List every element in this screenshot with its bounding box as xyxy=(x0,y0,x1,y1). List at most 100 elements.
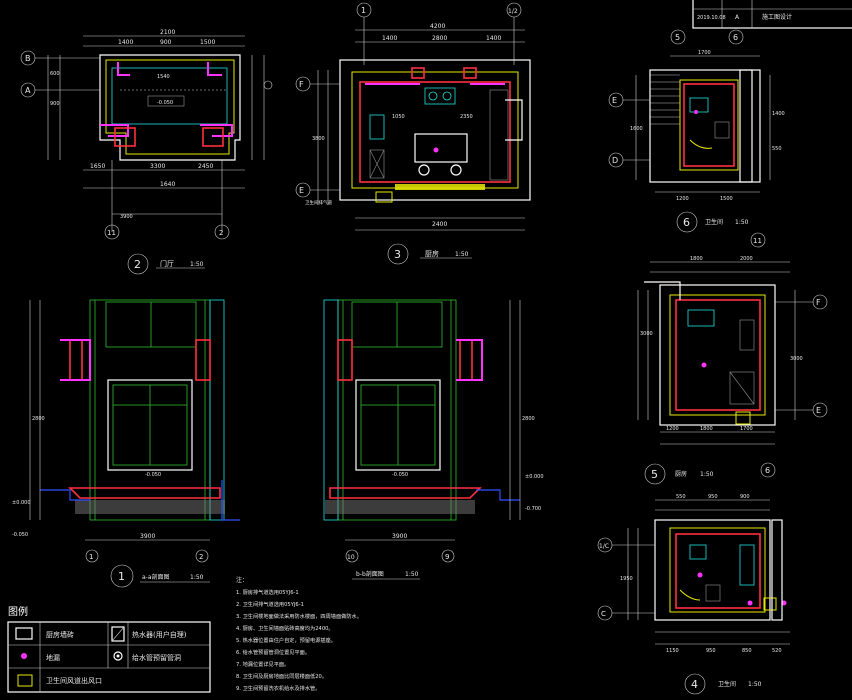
v3-dim-top-b: 2800 xyxy=(432,35,447,42)
title-block-rev: A xyxy=(735,14,740,21)
note-4: 4. 厨房、卫生间墙面贴砖高度均为2400。 xyxy=(236,624,334,632)
v3-scale: 1:50 xyxy=(455,251,469,258)
v4-axis-1c: 1/C xyxy=(599,543,609,550)
v5-dim-right: 3000 xyxy=(790,356,803,362)
note-9: 9. 卫生间预留洗衣机给水及排水管。 xyxy=(236,684,320,692)
v1-elev-b: -0.050 xyxy=(12,532,28,538)
v4-dim-bottom-c: 850 xyxy=(742,648,752,654)
v5-dim-bottom-b: 1800 xyxy=(700,426,713,432)
v4-dim-bottom-a: 1150 xyxy=(666,648,679,654)
legend-vent-icon xyxy=(17,674,33,687)
v5-dim-top-a: 1800 xyxy=(690,256,703,262)
v6-axis-5: 5 xyxy=(675,33,680,42)
v4-dim-bottom-d: 520 xyxy=(772,648,782,654)
v6-title: 卫生间 xyxy=(705,218,723,226)
v1-dim-bottom: 3900 xyxy=(140,533,155,540)
v3-axis-e: E xyxy=(299,186,304,195)
svg-text:-0.050: -0.050 xyxy=(157,100,173,106)
svg-text:1640: 1640 xyxy=(160,181,175,188)
note-6: 6. 给水管预留管洞位置见平面。 xyxy=(236,648,310,656)
vb-dim-bottom: 3900 xyxy=(392,533,407,540)
legend-item-0: 厨房墙砖 xyxy=(46,630,74,639)
vb-axis-9: 9 xyxy=(445,553,449,561)
legend-item-1: 热水器(用户自理) xyxy=(132,630,187,639)
v6-axis-d: D xyxy=(612,156,618,165)
v2-dim-left-b: 900 xyxy=(50,101,60,107)
note-3: 3. 卫生间楼地面做法采用防水楼面，四周墙面做防水。 xyxy=(236,612,362,620)
v1-axis-2: 2 xyxy=(199,553,203,561)
legend-heater-icon xyxy=(111,626,125,642)
view-1-section-aa: 2800 ±0.000 -0.050 -0.050 3900 1 2 1 a-a… xyxy=(12,299,240,588)
v4-dim-top-b: 950 xyxy=(708,494,718,500)
vb-scale: 1:50 xyxy=(405,571,419,578)
svg-text:-0.050: -0.050 xyxy=(145,472,161,478)
v3-axis-1: 1 xyxy=(361,6,366,15)
svg-text:1540: 1540 xyxy=(157,74,170,80)
svg-text:-0.050: -0.050 xyxy=(392,472,408,478)
v3-number: 3 xyxy=(394,248,401,261)
v2-dim-bottom-c: 2450 xyxy=(198,163,213,170)
legend-item-3: 给水管预留管洞 xyxy=(132,653,181,662)
v2-dim-top-total: 2100 xyxy=(160,29,175,36)
title-block-date: 2019.10.08 xyxy=(697,15,726,21)
v1-scale: 1:50 xyxy=(190,574,204,581)
v6-axis-e: E xyxy=(612,96,617,105)
v2-dim-top-c: 1500 xyxy=(200,39,215,46)
v1-number: 1 xyxy=(118,570,125,583)
vb-elev-a: ±0.000 xyxy=(525,474,544,480)
v5-dim-top-b: 2000 xyxy=(740,256,753,262)
v1-elev-a: ±0.000 xyxy=(12,500,31,506)
note-2: 2. 卫生间排气道选用05YJ6-1 xyxy=(236,600,304,608)
legend-title: 图例 xyxy=(8,605,28,618)
view-3-kitchen-plan: 1 1/2 4200 1400 2800 1400 1050 2350 xyxy=(295,2,531,265)
legend-floor-drain-icon xyxy=(21,653,27,659)
vb-elev-b: -0.700 xyxy=(525,506,541,512)
v5-dim-bottom-a: 1200 xyxy=(666,426,679,432)
legend: 图例 厨房墙砖 热水器(用户自理) 地漏 给水管预留管洞 卫生间风道出风口 xyxy=(7,605,211,693)
v4-dim-top-c: 900 xyxy=(740,494,750,500)
v2-title: 门厅 xyxy=(160,259,174,268)
v3-dim-left: 3800 xyxy=(312,136,325,142)
note-8: 8. 卫生间及厨房地面比同层楼面低20。 xyxy=(236,672,327,680)
v2-axis-a: A xyxy=(25,86,31,95)
legend-tile-icon xyxy=(15,627,33,640)
v6-dim-top-a: 1700 xyxy=(698,50,711,56)
view-6-bathroom-plan: 5 6 1700 E D 1600 1400 550 1200 1500 xyxy=(608,29,785,233)
v5-dim-left-a: 3000 xyxy=(640,331,653,337)
v5-number: 5 xyxy=(651,468,658,481)
v4-dim-top-a: 550 xyxy=(676,494,686,500)
v6-dim-bottom-b: 1500 xyxy=(720,196,733,202)
notes-heading: 注： xyxy=(236,576,248,584)
v1-title: a-a剖面图 xyxy=(142,573,170,581)
v4-title: 卫生间 xyxy=(718,680,736,688)
v5-dim-bottom-c: 1700 xyxy=(740,426,753,432)
v2-axis-b: B xyxy=(25,54,31,63)
v3-axis-f: F xyxy=(299,80,304,89)
v5-axis-f: F xyxy=(816,298,821,307)
notes: 注： 1. 厨房排气道选用05YJ6-1 2. 卫生间排气道选用05YJ6-1 … xyxy=(236,576,362,692)
v4-dim-bottom-b: 950 xyxy=(706,648,716,654)
title-block: 2019.10.08 A 施工图设计 xyxy=(692,0,852,29)
view-5-kitchen-plan: 11 1800 2000 F E 3000 3000 1200 1800 170… xyxy=(637,232,828,485)
v2-axis-2: 2 xyxy=(219,229,223,237)
v2-scale: 1:50 xyxy=(190,261,204,268)
v5-axis-11: 11 xyxy=(753,237,762,245)
v4-scale: 1:50 xyxy=(748,681,762,688)
view-2-entrance-plan: 2100 1400 900 1500 1540 -0.050 B A 600 9… xyxy=(20,29,273,275)
v4-dim-left-a: 1950 xyxy=(620,576,633,582)
v6-dim-right-a: 1400 xyxy=(772,111,785,117)
v6-dim-left: 1600 xyxy=(630,126,643,132)
v3-dim-top-a: 1400 xyxy=(382,35,397,42)
note-1: 1. 厨房排气道选用05YJ6-1 xyxy=(236,588,299,596)
v2-number: 2 xyxy=(134,258,141,271)
v5-scale: 1:50 xyxy=(700,471,714,478)
v5-axis-e: E xyxy=(816,406,821,415)
v3-title: 厨房 xyxy=(425,249,439,258)
v3-dim-top-c: 1400 xyxy=(486,35,501,42)
vb-axis-10: 10 xyxy=(347,554,355,561)
svg-text:2350: 2350 xyxy=(460,114,473,120)
svg-text:2800: 2800 xyxy=(522,416,535,422)
vb-title: b-b剖面图 xyxy=(356,570,384,578)
v5-title: 厨房 xyxy=(675,470,687,478)
